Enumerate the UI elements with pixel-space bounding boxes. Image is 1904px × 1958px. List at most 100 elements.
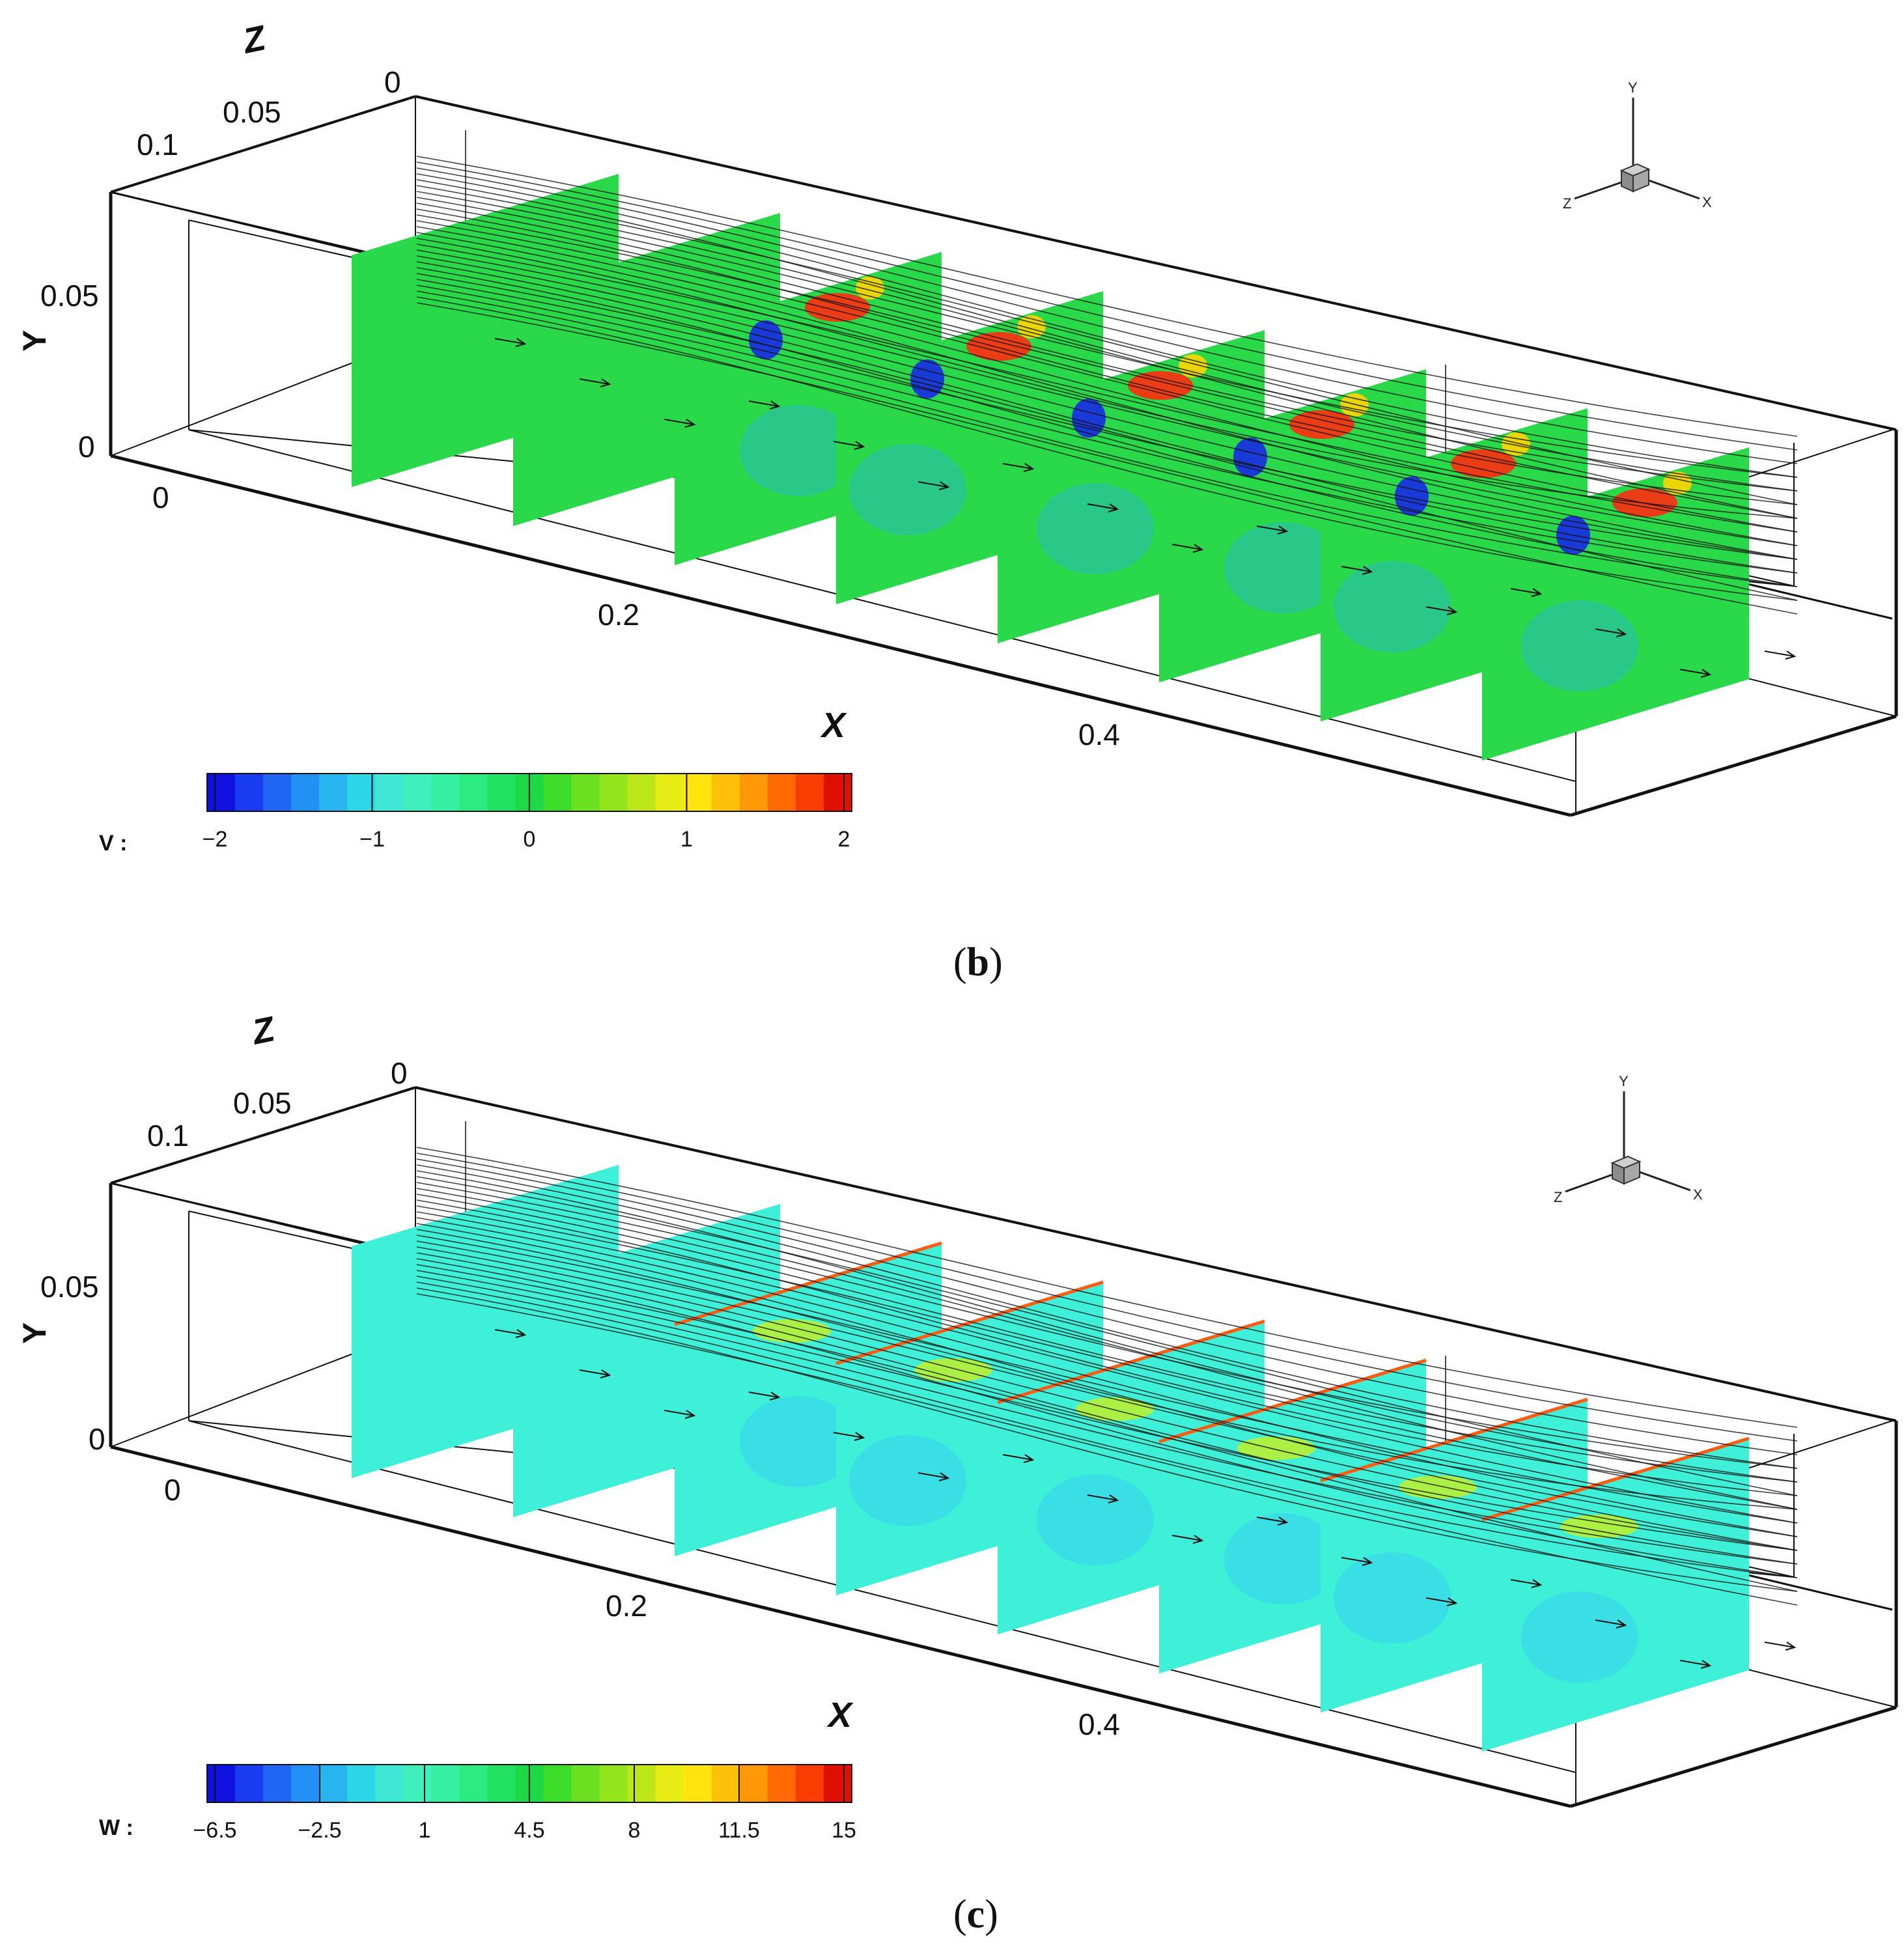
colorbar-swatch	[459, 1765, 488, 1802]
streamline	[416, 1276, 1798, 1565]
colorbar-swatch	[235, 774, 264, 811]
contour-slice	[1482, 1438, 1749, 1752]
velocity-arrow	[1510, 588, 1543, 597]
y-axis-title: Y	[16, 1322, 53, 1344]
z-tick-0.05: 0.05	[233, 1086, 292, 1120]
box-edge	[110, 1086, 416, 1184]
colorbar-swatch	[543, 1765, 572, 1802]
streamline	[416, 1293, 1798, 1606]
axis-triad: Y X Z	[1554, 1073, 1703, 1205]
colorbar-swatch	[403, 1765, 432, 1802]
x-tick-0.4: 0.4	[1078, 1707, 1120, 1741]
streamline	[416, 273, 1798, 601]
streamline	[416, 1270, 1798, 1551]
streamline	[416, 1176, 1798, 1496]
velocity-arrow	[579, 378, 611, 387]
colorbar-variable-label: V :	[99, 831, 127, 856]
streamline	[416, 1211, 1798, 1524]
triad-z-label: Z	[1554, 1189, 1562, 1205]
velocity-arrow	[1256, 525, 1289, 535]
colorbar-swatch	[263, 1765, 292, 1802]
colorbar-tick-label: 1	[680, 827, 693, 852]
colorbar-tick-label: 0	[524, 827, 536, 852]
colorbar-swatch	[347, 774, 376, 811]
velocity-arrow	[1171, 544, 1204, 553]
y-tick-0: 0	[89, 1422, 105, 1456]
colorbar-tick-label: −2	[203, 827, 228, 852]
panel-caption-letter: c	[967, 1892, 985, 1937]
streamline	[416, 167, 1798, 464]
velocity-arrow	[664, 419, 696, 428]
colorbar-swatch	[683, 774, 712, 811]
panel-b: 0 0.05 0.1 0.05 0 0 0.2 0.4 Z Y X Y X Z …	[16, 18, 1898, 985]
streamline	[416, 1194, 1798, 1483]
velocity-arrow	[1002, 463, 1035, 472]
low-value-region	[1072, 399, 1106, 438]
mid-value-region	[1179, 354, 1207, 378]
streamline	[416, 302, 1798, 615]
triad-cube-icon	[1619, 163, 1651, 193]
colorbar-variable-label: W :	[99, 1815, 133, 1840]
streamline	[416, 279, 1798, 560]
low-value-region	[1334, 561, 1451, 652]
streamline	[416, 1170, 1798, 1483]
y-tick-0: 0	[78, 430, 95, 464]
velocity-arrow	[1679, 1660, 1712, 1669]
streamline	[416, 1199, 1798, 1496]
velocity-arrow	[494, 1329, 527, 1338]
streamline	[416, 249, 1798, 546]
contour-slices	[352, 174, 1749, 761]
colorbar-tick-label: 2	[838, 827, 850, 852]
high-value-region	[1289, 410, 1354, 439]
slice-top-edge	[1320, 1397, 1588, 1483]
z-tick-0: 0	[391, 1056, 408, 1090]
velocity-arrow	[494, 338, 527, 347]
x-axis-title: X	[820, 706, 847, 745]
streamline	[416, 1240, 1798, 1537]
box-edge	[1570, 1705, 1897, 1808]
streamline	[416, 267, 1798, 587]
velocity-arrow	[1256, 1517, 1289, 1526]
velocity-arrow	[1595, 628, 1627, 637]
low-value-region	[849, 1435, 966, 1526]
mid-value-region	[856, 276, 884, 300]
slice-top-edge	[1481, 1436, 1750, 1522]
streamline	[416, 285, 1798, 574]
colorbar-swatch	[795, 1765, 824, 1802]
velocity-arrow	[1002, 1454, 1035, 1463]
colorbar-swatch	[767, 774, 796, 811]
low-value-region	[740, 1396, 857, 1487]
streamline	[416, 1252, 1798, 1565]
triad-y-label: Y	[1628, 79, 1638, 96]
colorbar-tick-label: 1	[419, 1818, 431, 1843]
colorbar-swatch	[571, 1765, 600, 1802]
x-axis-title: X	[826, 1696, 854, 1735]
streamline	[416, 226, 1798, 546]
streamline	[416, 290, 1798, 587]
colorbar-swatch	[319, 1765, 348, 1802]
box-edge	[110, 454, 1571, 817]
colorbar-swatch	[235, 1765, 264, 1802]
box-edge	[188, 1420, 1576, 1773]
streamlines	[416, 156, 1798, 678]
low-value-region	[740, 405, 857, 496]
mid-value-region	[1502, 432, 1530, 456]
colorbar-tick-label: 8	[628, 1818, 641, 1843]
mid-value-region	[753, 1319, 831, 1343]
streamline	[416, 1287, 1798, 1592]
streamline	[416, 220, 1798, 533]
velocity-arrow	[1679, 669, 1712, 678]
streamline	[416, 1164, 1798, 1469]
streamline	[416, 1205, 1798, 1510]
colorbar-swatch	[487, 774, 516, 811]
streamline	[416, 1229, 1798, 1510]
streamline	[416, 232, 1798, 560]
z-tick-0.1: 0.1	[147, 1119, 189, 1153]
colorbar-swatch	[599, 1765, 628, 1802]
colorbar-tick-label: 15	[832, 1818, 856, 1843]
z-tick-0: 0	[384, 65, 401, 99]
velocity-arrow	[917, 481, 950, 490]
colorbar-swatch	[403, 774, 432, 811]
colorbar-swatch	[207, 774, 236, 811]
